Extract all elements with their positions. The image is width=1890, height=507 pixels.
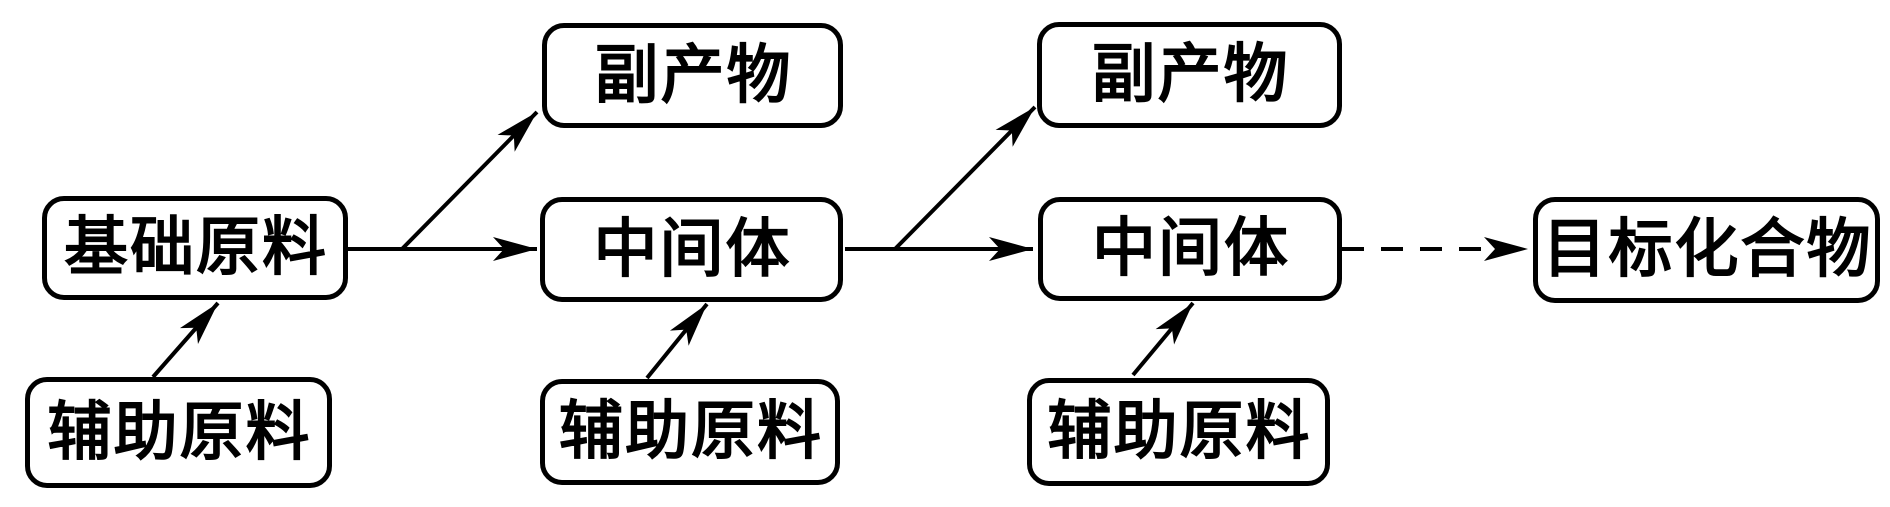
node-label: 中间体 [593,211,792,287]
edge-aux1-to-base [151,301,220,379]
edge-aux3-to-intermediate2 [1131,301,1195,377]
node-label: 目标化合物 [1542,212,1873,287]
node-base-material: 基础原料 [42,196,348,300]
node-label: 副产物 [1091,37,1290,112]
edge-aux2-to-intermediate1 [645,302,709,380]
node-label: 副产物 [594,37,793,113]
node-label: 基础原料 [64,210,328,285]
node-intermediate-2: 中间体 [1038,197,1342,301]
node-label: 辅助原料 [1047,394,1312,469]
node-intermediate-1: 中间体 [540,197,843,302]
node-aux-material-3: 辅助原料 [1027,378,1330,486]
node-byproduct-1: 副产物 [542,23,843,128]
node-label: 辅助原料 [559,394,823,469]
node-label: 中间体 [1092,211,1290,286]
node-label: 辅助原料 [47,394,312,470]
node-aux-material-2: 辅助原料 [540,379,840,485]
edge-base-to-byproduct1 [400,110,539,251]
node-target-compound: 目标化合物 [1533,197,1880,303]
node-aux-material-1: 辅助原料 [25,377,332,488]
edge-intermediate1-to-byproduct2 [893,105,1037,251]
node-byproduct-2: 副产物 [1037,22,1342,128]
